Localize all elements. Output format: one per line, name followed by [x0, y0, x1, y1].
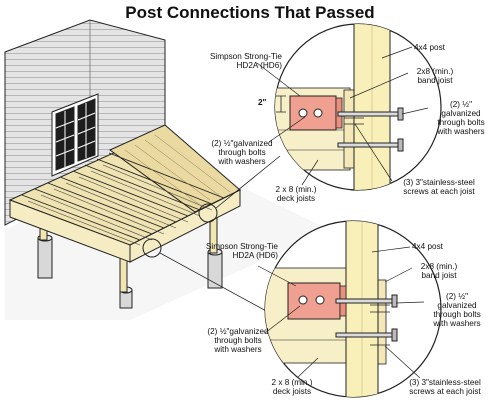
bottom-galv-bolts-right-label: (2) ½" galvanized through bolts with was… — [433, 292, 481, 328]
detail-top — [256, 23, 442, 191]
callout-circle-bottom — [142, 238, 162, 258]
callout-circle-top — [198, 203, 218, 223]
bottom-band-joist-label: 2x8 (min.) band joist — [420, 262, 458, 280]
top-band-joist-label: 2x8 (min.) band joist — [416, 67, 454, 85]
top-holdown-label: Simpson Strong-Tie HD2A (HD6) — [209, 52, 282, 70]
top-screws-label: (3) 3"stainless-steel screws at each joi… — [403, 178, 475, 196]
top-deck-joists-label: 2 x 8 (min.) deck joists — [275, 185, 317, 203]
bottom-deck-joists-label: 2 x 8 (min.) deck joists — [271, 378, 313, 396]
deck-framing — [8, 124, 242, 263]
top-galv-bolts-right-label: (2) ½" galvanized through bolts with was… — [437, 100, 485, 136]
top-dimension-label: 2" — [258, 98, 267, 107]
top-galv-bolts-left-label: (2) ½"galvanized through bolts with wash… — [211, 139, 273, 166]
bottom-galv-bolts-left-label: (2) ½"galvanized through bolts with wash… — [207, 327, 269, 354]
french-door — [51, 93, 99, 177]
detail-bottom — [257, 220, 442, 398]
bottom-holdown-label: Simpson Strong-Tie HD2A (HD6) — [205, 242, 278, 260]
bottom-post-label: 4x4 post — [412, 242, 443, 251]
top-post-label: 4x4 post — [414, 43, 445, 52]
bottom-screws-label: (3) 3"stainless-steel screws at each joi… — [409, 378, 481, 396]
diagram-title: Post Connections That Passed — [125, 3, 375, 22]
